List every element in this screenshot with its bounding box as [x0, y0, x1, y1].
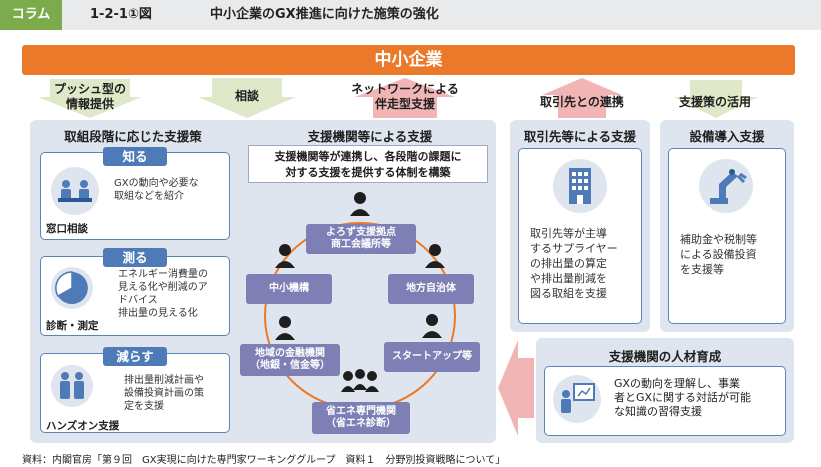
utilize-arrow	[674, 80, 758, 118]
consult-arrow	[198, 78, 296, 118]
pie-chart-icon	[51, 267, 93, 309]
hr-text: GXの動向を理解し、事業 者とGXに関する対話が可能 な知識の習得支援	[614, 377, 752, 418]
header-bar	[0, 0, 821, 30]
source-note: 資料：内閣官房「第９回 GX実現に向けた専門家ワーキンググループ 資料１ 分野別…	[22, 455, 506, 466]
person-icon-left	[275, 244, 295, 268]
node-startup: スタートアップ等	[384, 342, 480, 372]
pill-reduce: 減らす	[103, 347, 167, 366]
push-arrow	[38, 79, 142, 118]
column-tag: コラム	[0, 0, 62, 30]
equipment-panel-title: 設備導入支援	[689, 129, 765, 144]
person-icon-bottom-right	[422, 314, 442, 338]
card-measure-label: 診断・測定	[46, 320, 99, 332]
push-label: プッシュ型の 情報提供	[53, 82, 126, 111]
person-icon-top	[350, 192, 370, 216]
node-finance: 地域の金融機関 （地銀・信金等）	[240, 344, 340, 376]
consult-desk-icon	[51, 167, 99, 215]
node-smrj: 中小機構	[246, 274, 332, 304]
card-reduce-label: ハンズオン支援	[46, 420, 120, 432]
group-icon-bottom	[341, 369, 379, 392]
pill-know: 知る	[103, 147, 167, 166]
card-reduce-text: 排出量削減計画や 設備投資計画の策 定を支援	[124, 375, 204, 412]
partner-text: 取引先等が主導 するサプライヤー の排出量の算定 や排出量削減を 図る取組を支援	[530, 227, 618, 300]
equipment-text: 補助金や税制等 による設備投資 を支援等	[680, 233, 757, 276]
arrow-layer	[38, 78, 758, 118]
card-measure-text: エネルギー消費量の 見える化や削減のア ドバイス 排出量の見える化	[118, 269, 208, 319]
hr-arrow	[498, 340, 534, 436]
utilize-label: 支援策の活用	[678, 95, 751, 109]
partner-panel-title: 取引先等による支援	[523, 129, 637, 144]
node-energy-saving: 省エネ専門機関 （省エネ診断）	[312, 402, 410, 434]
partner-arrow	[542, 78, 622, 118]
node-local-gov: 地方自治体	[388, 274, 474, 304]
network-arrow	[355, 78, 455, 118]
robot-arm-icon	[699, 159, 753, 213]
figure-title: 中小企業のGX推進に向けた施策の強化	[210, 7, 439, 22]
network-label: ネットワークによる 伴走型支援	[351, 82, 459, 111]
person-icon-bottom-left	[275, 316, 295, 340]
consult-label: 相談	[234, 89, 259, 103]
hands-on-icon	[51, 365, 93, 407]
partner-label: 取引先との連携	[540, 95, 624, 109]
person-icon-right	[425, 244, 445, 268]
node-yorozu: よろず支援拠点 商工会議所等	[306, 224, 416, 254]
network-headline: 支援機関等が連携し、各段階の課題に 対する支援を提供する体制を構築	[248, 145, 488, 183]
network-diagram	[264, 192, 456, 410]
sme-bar: 中小企業	[22, 45, 795, 75]
card-know-text: GXの動向や必要な 取組などを紹介	[114, 178, 199, 202]
figure-number: 1-2-1①図	[90, 7, 152, 22]
building-icon	[553, 159, 607, 213]
center-panel-title: 支援機関等による支援	[307, 129, 433, 144]
pill-measure: 測る	[103, 248, 167, 267]
left-panel-title: 取組段階に応じた支援策	[64, 129, 202, 144]
card-know-label: 窓口相談	[46, 223, 88, 235]
hr-panel-title: 支援機関の人材育成	[608, 349, 722, 364]
presentation-icon	[553, 375, 601, 423]
